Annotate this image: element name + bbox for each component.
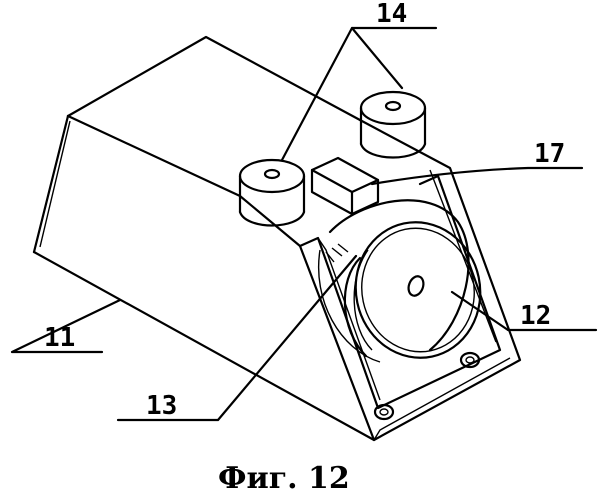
leader-17: [372, 168, 582, 184]
disc-face: [343, 211, 493, 370]
screw-hole-left: [375, 405, 393, 419]
small-block: [312, 158, 378, 214]
disc-center-hole: [406, 274, 426, 298]
label-12: 12: [520, 301, 551, 331]
block-body: [34, 37, 374, 440]
label-13: 13: [146, 391, 177, 421]
bracket-frame: [240, 120, 520, 440]
label-17: 17: [534, 139, 565, 169]
figure-caption: Фиг. 12: [218, 461, 350, 496]
disc: [343, 211, 493, 370]
disc-base: [319, 200, 469, 362]
label-14: 14: [376, 0, 407, 29]
leader-lines: [12, 28, 596, 420]
screw-holes: [375, 353, 479, 419]
label-11: 11: [44, 323, 75, 353]
roller-left: [240, 160, 304, 226]
leader-14: [282, 28, 436, 160]
